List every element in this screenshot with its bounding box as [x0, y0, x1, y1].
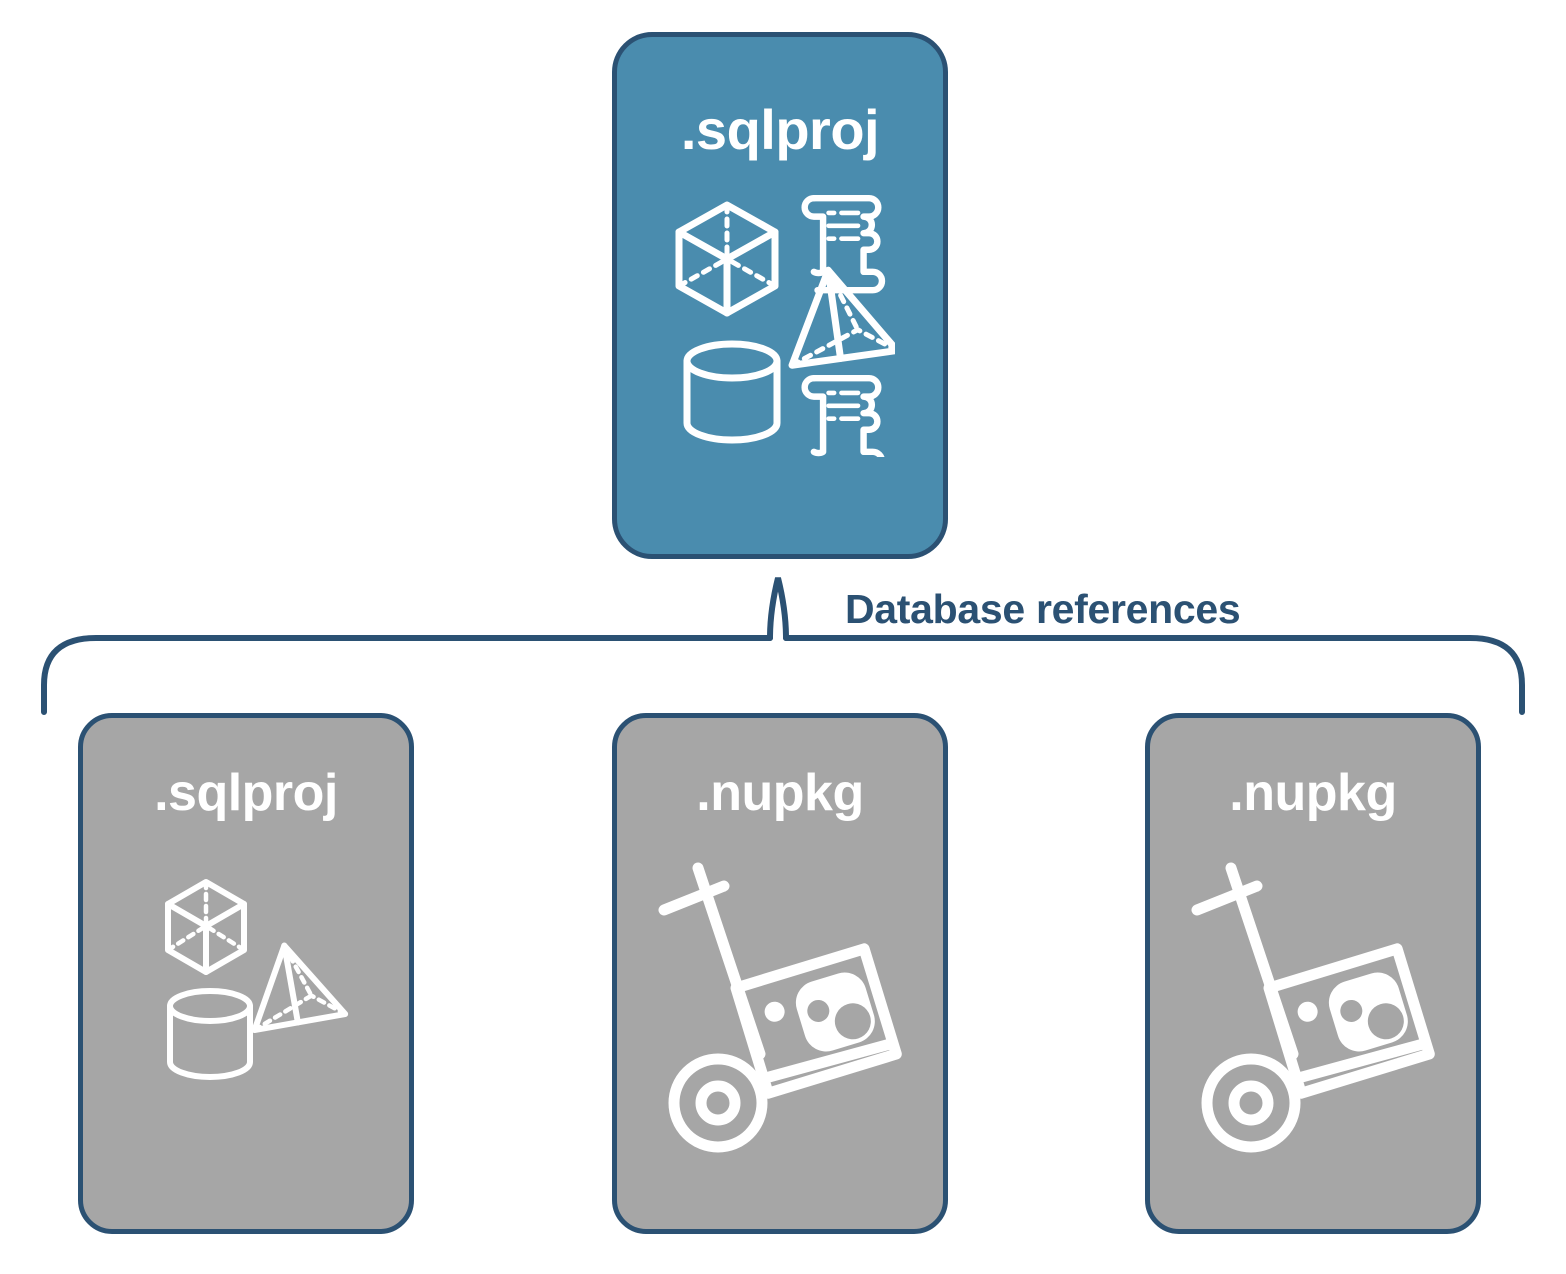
card-reference-nupkg-2[interactable]: .nupkg: [1145, 713, 1481, 1234]
pyramid-icon: [788, 266, 895, 369]
connector-label: Database references: [845, 586, 1241, 632]
hand-truck-package-icon-svg: [1191, 862, 1435, 1153]
cube-icon: [675, 201, 779, 317]
sqlproj-icons-svg: [675, 194, 895, 457]
cube-icon: [165, 879, 247, 975]
card-title: .nupkg: [696, 764, 864, 822]
hand-truck-package-icon-svg: [658, 862, 902, 1153]
scroll-script-icon: [801, 374, 885, 457]
database-references-bracket: [41, 577, 1525, 715]
card-title: .sqlproj: [154, 764, 338, 822]
pyramid-icon: [251, 942, 349, 1034]
cylinder-icon: [167, 988, 253, 1080]
card-reference-sqlproj[interactable]: .sqlproj: [78, 713, 414, 1234]
card-icon-group: [617, 187, 943, 477]
card-title: .sqlproj: [680, 98, 880, 161]
card-reference-nupkg-1[interactable]: .nupkg: [612, 713, 948, 1234]
scroll-script-icon: [801, 194, 886, 294]
card-title: .nupkg: [1229, 764, 1397, 822]
card-icon-group: [617, 858, 943, 1229]
cylinder-icon: [683, 340, 781, 444]
sqlproj-icons-svg: [165, 879, 349, 1080]
card-icon-group: [83, 858, 409, 1229]
card-icon-group: [1150, 858, 1476, 1229]
card-sqlproj-root[interactable]: .sqlproj: [612, 32, 948, 559]
